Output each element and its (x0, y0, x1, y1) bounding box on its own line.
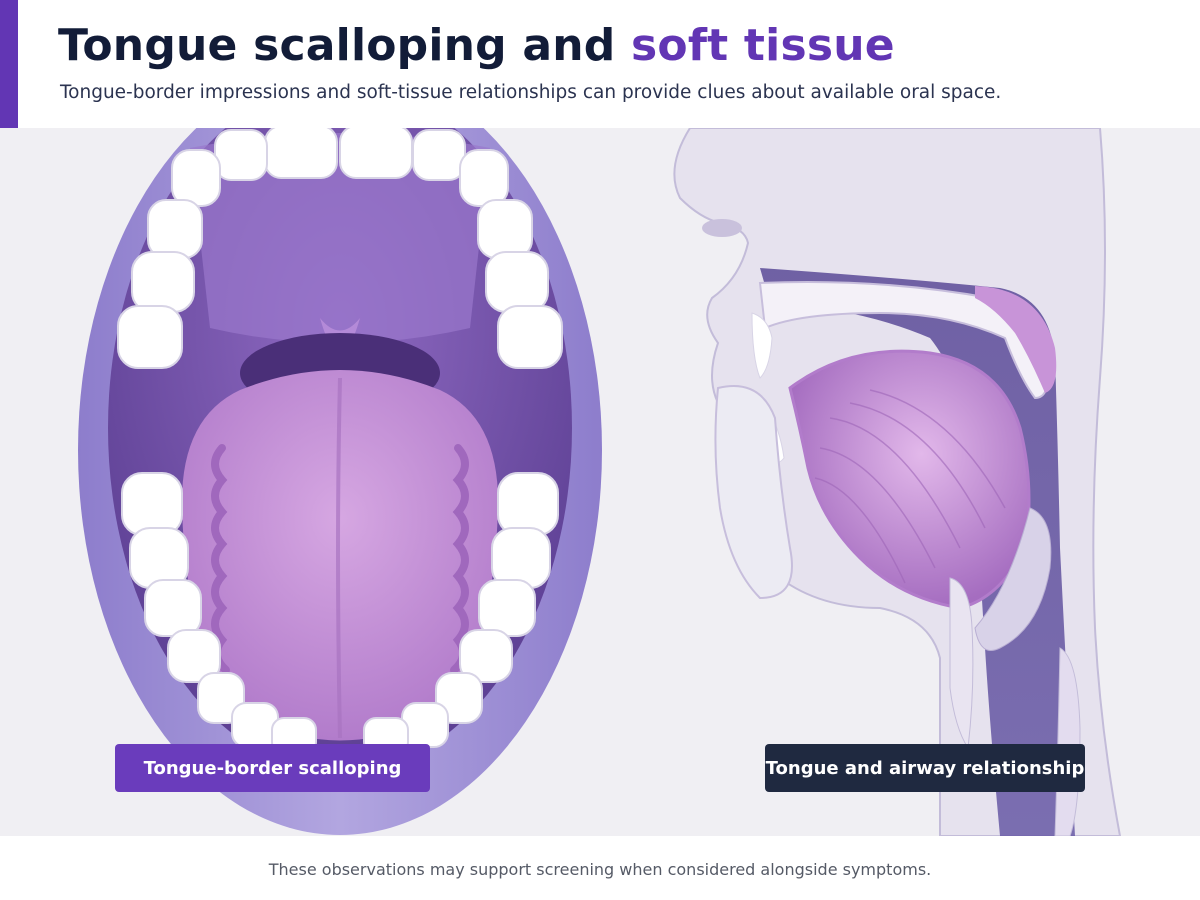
title-highlight: soft tissue (631, 20, 895, 71)
footer (0, 836, 1200, 900)
footer-note: These observations may support screening… (268, 860, 932, 879)
tongue-airway-relationship-label: Tongue and airway relationship (765, 744, 1085, 792)
accent-bar (0, 0, 18, 128)
sagittal-head-illustration (673, 128, 1122, 836)
open-mouth-illustration (78, 128, 602, 835)
page-title: Tongue scalloping and soft tissue (58, 20, 895, 72)
title-main: Tongue scalloping and (58, 20, 632, 71)
illustration-panel (0, 128, 1200, 836)
tongue-border-scalloping-label: Tongue-border scalloping (115, 744, 430, 792)
header (0, 0, 1200, 128)
page-subtitle: Tongue-border impressions and soft-tissu… (60, 82, 1002, 103)
